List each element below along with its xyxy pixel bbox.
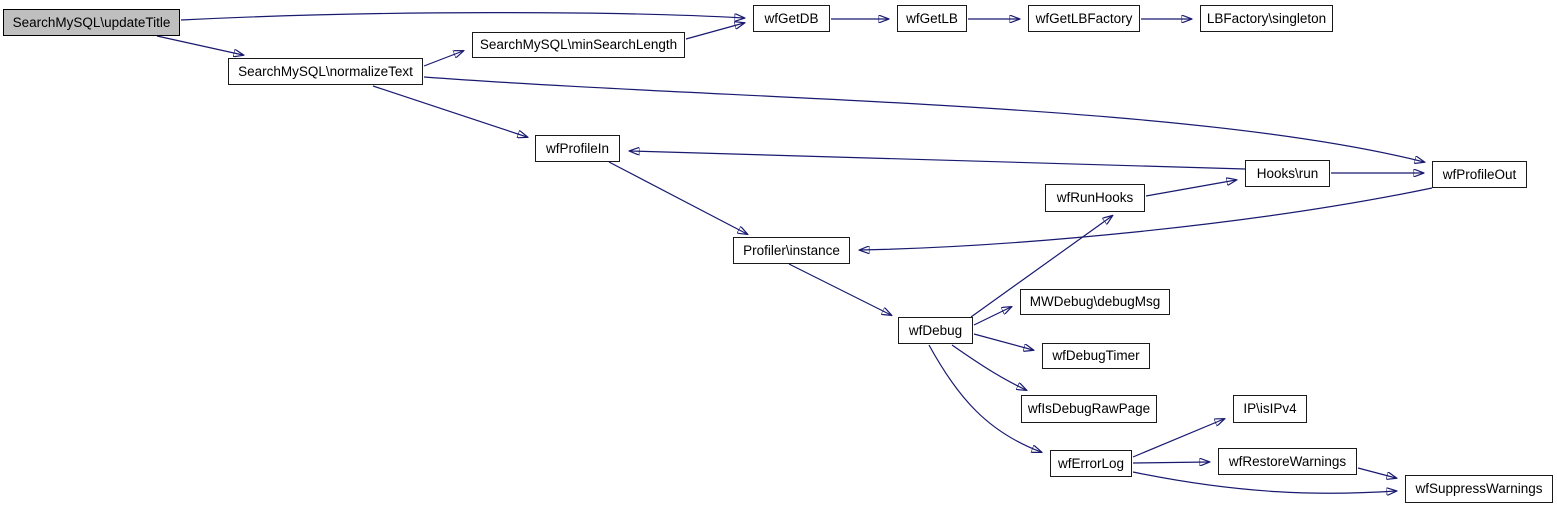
node-wferrorlog[interactable]: wfErrorLog bbox=[1050, 450, 1132, 477]
edge-updateTitle-wfGetDB bbox=[180, 12, 744, 20]
node-searchmysql-updatetitle: SearchMySQL\updateTitle bbox=[3, 9, 180, 36]
node-wfgetlb[interactable]: wfGetLB bbox=[897, 5, 967, 32]
node-wfsuppresswarnings[interactable]: wfSuppressWarnings bbox=[1405, 475, 1553, 503]
edge-wfRestoreWarnings-wfSuppressWarnings bbox=[1357, 467, 1396, 478]
node-ip-isipv4[interactable]: IP\isIPv4 bbox=[1233, 395, 1307, 423]
node-wfrunhooks[interactable]: wfRunHooks bbox=[1045, 184, 1145, 212]
edge-normalizeText-wfProfileOut bbox=[423, 76, 1424, 162]
edge-HooksRun-wfProfileIn bbox=[630, 151, 1246, 170]
node-wfprofilein[interactable]: wfProfileIn bbox=[535, 135, 620, 162]
node-wfisdebugrawpage[interactable]: wfIsDebugRawPage bbox=[1021, 395, 1157, 423]
edge-wfDebug-MWDebugDebugMsg bbox=[973, 307, 1011, 326]
edge-wfDebug-wfIsDebugRawPage bbox=[951, 344, 1026, 390]
node-wfdebug[interactable]: wfDebug bbox=[898, 317, 973, 344]
edge-wfErrorLog-wfRestoreWarnings bbox=[1132, 462, 1209, 463]
edge-wfRunHooks-HooksRun bbox=[1145, 180, 1236, 197]
edge-wfErrorLog-wfSuppressWarnings bbox=[1132, 471, 1396, 493]
edge-normalizeText-wfProfileIn bbox=[372, 85, 527, 137]
edge-wfDebug-wfErrorLog bbox=[928, 344, 1041, 452]
node-wfdebugtimer[interactable]: wfDebugTimer bbox=[1042, 343, 1150, 369]
node-wfgetlbfactory[interactable]: wfGetLBFactory bbox=[1028, 5, 1140, 32]
edge-wfProfileIn-ProfilerInstance bbox=[608, 161, 747, 234]
edge-normalizeText-minSearchLength bbox=[423, 51, 463, 67]
edge-minSearchLength-wfGetDB bbox=[685, 23, 744, 40]
edge-wfDebug-wfRunHooks bbox=[970, 216, 1112, 318]
node-lbfactory-singleton[interactable]: LBFactory\singleton bbox=[1200, 5, 1333, 32]
edge-ProfilerInstance-wfDebug bbox=[788, 263, 891, 315]
edge-wfErrorLog-IPisIPv4 bbox=[1132, 419, 1224, 458]
node-profiler-instance[interactable]: Profiler\instance bbox=[733, 237, 850, 264]
node-mwdebug-debugmsg[interactable]: MWDebug\debugMsg bbox=[1020, 289, 1170, 315]
node-wfprofileout[interactable]: wfProfileOut bbox=[1432, 161, 1527, 188]
node-searchmysql-normalizetext[interactable]: SearchMySQL\normalizeText bbox=[228, 58, 423, 85]
edge-wfDebug-wfDebugTimer bbox=[973, 333, 1033, 350]
edge-updateTitle-normalizeText bbox=[156, 35, 243, 55]
node-wfgetdb[interactable]: wfGetDB bbox=[753, 5, 830, 32]
node-searchmysql-minsearchlength[interactable]: SearchMySQL\minSearchLength bbox=[472, 32, 685, 58]
node-hooks-run[interactable]: Hooks\run bbox=[1245, 160, 1330, 187]
node-wfrestorewarnings[interactable]: wfRestoreWarnings bbox=[1218, 448, 1357, 475]
edge-wfProfileOut-ProfilerInstance bbox=[860, 187, 1433, 250]
